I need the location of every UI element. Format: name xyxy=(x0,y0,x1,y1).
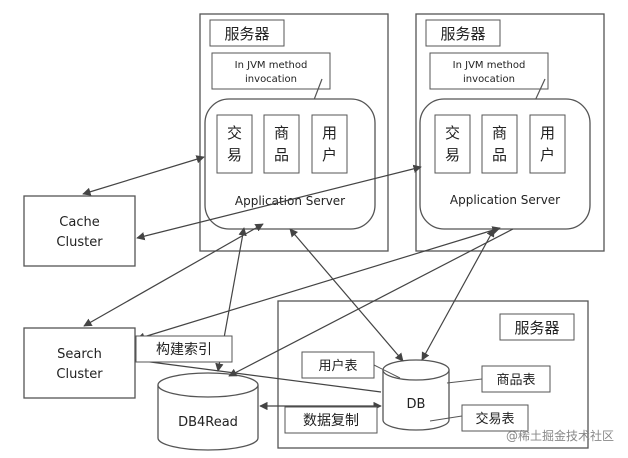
server-left-module-user-1: 用 xyxy=(322,124,337,142)
user-table-label: 用户表 xyxy=(318,358,357,374)
cache-cluster: Cache Cluster xyxy=(23,195,136,267)
search-cluster-line2: Cluster xyxy=(56,367,103,382)
order-table-label: 交易表 xyxy=(475,411,514,427)
server-right-module-product-1: 商 xyxy=(492,124,507,142)
server-right-module-user-2: 户 xyxy=(540,146,555,164)
search-cluster: Search Cluster xyxy=(23,327,136,399)
server-left-module-trade-2: 易 xyxy=(227,146,242,164)
server-right-module-user-1: 用 xyxy=(540,124,555,142)
index-label: 构建索引 xyxy=(156,341,212,358)
arrow-left-server-db xyxy=(289,228,404,362)
arrow-right-server-db xyxy=(421,228,495,361)
watermark: @稀土掘金技术社区 xyxy=(506,428,614,443)
server-right-callout-line2: invocation xyxy=(463,74,515,85)
server-right-app-label: Application Server xyxy=(450,193,560,207)
search-cluster-line1: Search xyxy=(57,347,102,362)
server-left-app-label: Application Server xyxy=(235,194,345,208)
order-table-connector xyxy=(429,415,463,422)
server-right-title: 服务器 xyxy=(440,25,485,43)
replication-label: 数据复制 xyxy=(303,412,359,429)
server-left-module-user-2: 户 xyxy=(322,146,337,164)
server-left-module-trade-1: 交 xyxy=(227,124,242,142)
db-label: DB xyxy=(407,397,426,412)
server-right-callout-line1: In JVM method xyxy=(453,60,526,71)
arrow-right-server-db4read xyxy=(228,228,514,377)
user-table-connector xyxy=(373,364,401,379)
server-left-module-product-2: 品 xyxy=(274,146,289,164)
connectors xyxy=(82,155,514,411)
arrow-cache-left-server xyxy=(82,155,205,196)
cache-cluster-line1: Cache xyxy=(59,215,99,230)
cache-cluster-line2: Cluster xyxy=(56,235,103,250)
server-right: 服务器 In JVM method invocation 交 易 商 品 用 户… xyxy=(415,13,605,252)
server-db-title: 服务器 xyxy=(514,319,559,337)
db-cylinder: DB xyxy=(382,359,450,431)
server-right-module-product-2: 品 xyxy=(492,146,507,164)
product-table-label: 商品表 xyxy=(496,373,535,388)
db4read-label: DB4Read xyxy=(178,415,238,430)
server-left-callout-line2: invocation xyxy=(245,74,297,85)
server-right-module-trade-2: 易 xyxy=(445,146,460,164)
line-search-db xyxy=(134,359,382,393)
server-left-module-product-1: 商 xyxy=(274,124,289,142)
server-left-callout-line1: In JVM method xyxy=(235,60,308,71)
server-right-module-trade-1: 交 xyxy=(445,124,460,142)
product-table-connector xyxy=(446,378,483,384)
db4read-cylinder: DB4Read xyxy=(157,372,259,451)
replication-label-box: 数据复制 xyxy=(284,406,378,434)
index-label-box: 构建索引 xyxy=(135,335,233,363)
server-left-title: 服务器 xyxy=(224,25,269,43)
